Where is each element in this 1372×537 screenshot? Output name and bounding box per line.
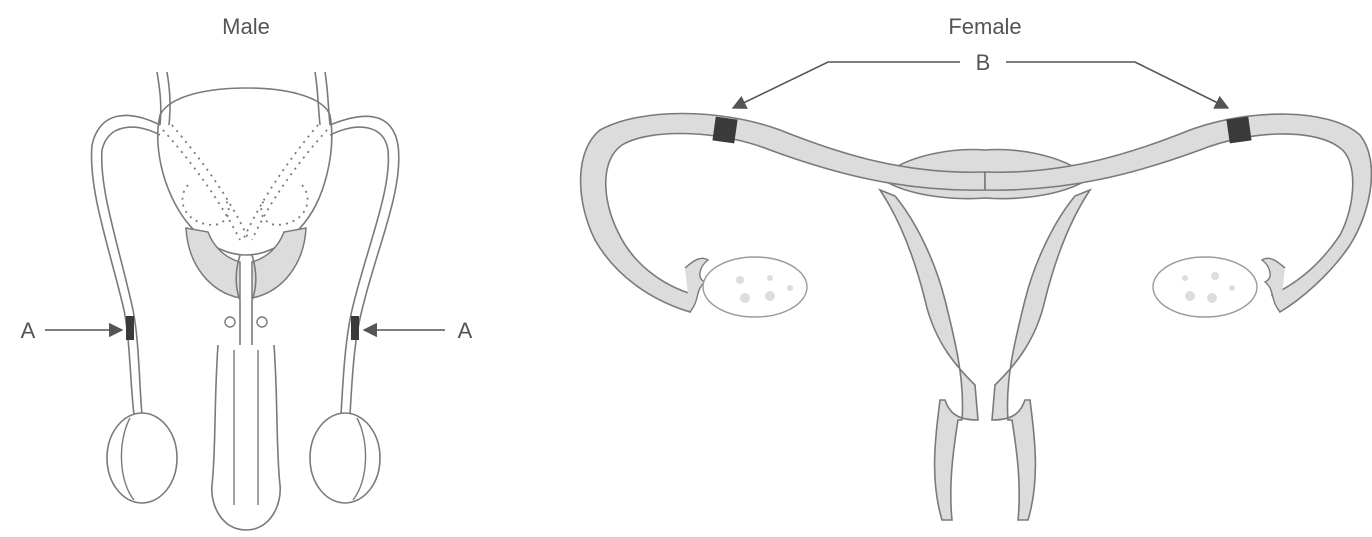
female-title: Female — [948, 14, 1021, 39]
testis-left — [107, 413, 177, 503]
label-b: B — [976, 50, 991, 75]
vasectomy-block-left — [126, 316, 134, 340]
label-a-right: A — [458, 318, 473, 343]
uterine-wall-left — [880, 190, 978, 520]
vas-deferens-right-inner — [330, 127, 388, 415]
ovary-right — [1153, 257, 1257, 317]
label-a-left: A — [21, 318, 36, 343]
uterine-wall-right — [992, 190, 1090, 520]
vasectomy-block-right — [351, 316, 359, 340]
tubal-block-right — [1226, 117, 1251, 144]
bulbourethral-gland-left — [225, 317, 235, 327]
testis-right — [310, 413, 380, 503]
female-diagram: Female B — [581, 14, 1372, 520]
male-diagram: Male — [21, 14, 473, 530]
tubal-block-left — [712, 117, 737, 144]
arrow-b-left — [733, 62, 960, 108]
penis — [212, 345, 280, 530]
bulbourethral-gland-right — [257, 317, 267, 327]
male-title: Male — [222, 14, 270, 39]
arrow-b-right — [1006, 62, 1228, 108]
